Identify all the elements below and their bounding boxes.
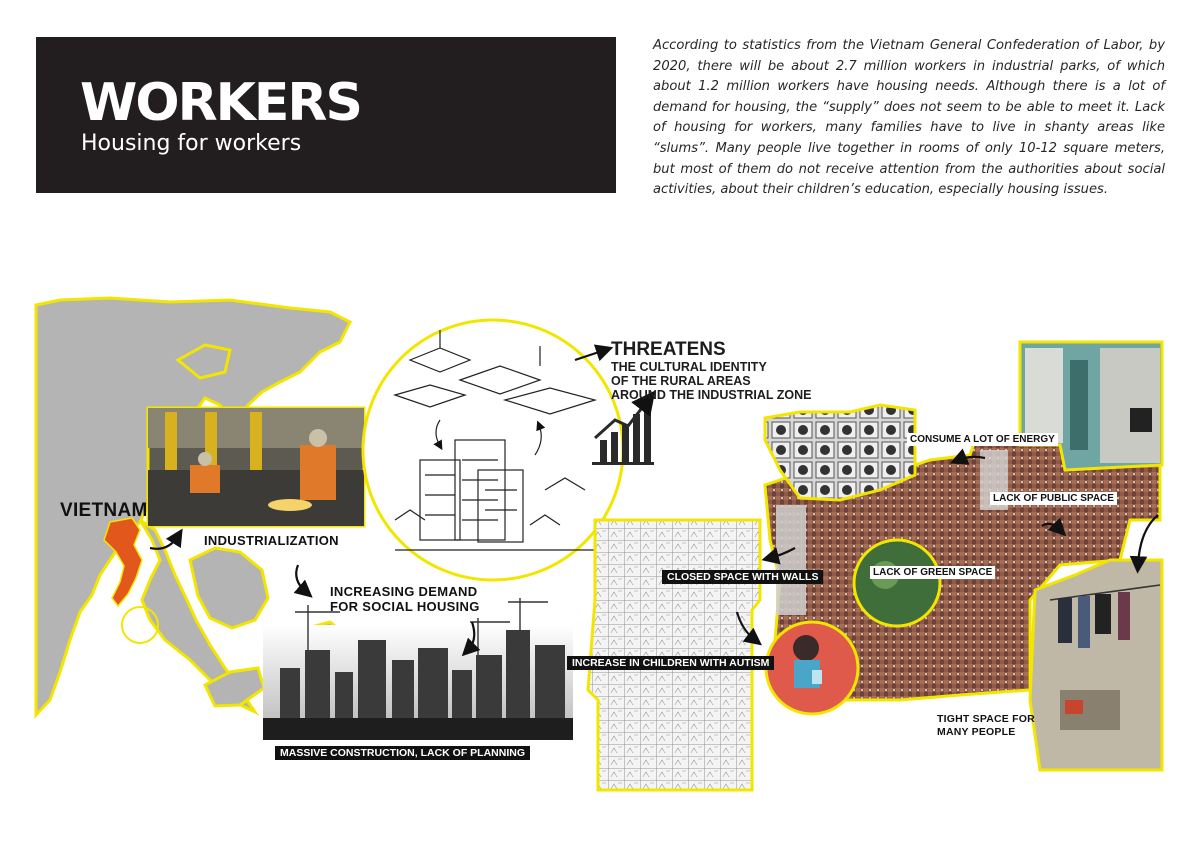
apartment-grid — [586, 518, 762, 792]
island-north — [175, 343, 232, 380]
label-demand-line2: FOR SOCIAL HOUSING — [330, 599, 480, 614]
construction-skyline — [263, 598, 573, 740]
vietnam-highlight — [103, 517, 143, 608]
industrial-sketch-circle — [361, 318, 625, 582]
autism-circle — [764, 620, 860, 716]
industrial-photo — [146, 406, 366, 528]
label-demand-line1: INCREASING DEMAND — [330, 584, 478, 599]
cramped-room-photo — [1028, 558, 1164, 772]
threatens-callout: THREATENS THE CULTURAL IDENTITY OF THE R… — [611, 339, 812, 403]
label-autism: INCREASE IN CHILDREN WITH AUTISM — [567, 656, 775, 670]
curved-arrow-icon — [149, 344, 1159, 657]
threatens-title: THREATENS — [611, 339, 726, 360]
ac-units-photo — [763, 403, 917, 502]
intro-paragraph: According to statistics from the Vietnam… — [653, 38, 1165, 198]
malay-peninsula — [138, 518, 260, 716]
borneo — [188, 546, 270, 630]
label-vietnam: VIETNAM — [60, 500, 148, 521]
label-closed-space: CLOSED SPACE WITH WALLS — [662, 570, 824, 584]
page-title: WORKERS — [80, 73, 363, 133]
page-subtitle: Housing for workers — [81, 131, 302, 156]
growth-chart-icon — [592, 390, 656, 465]
label-energy: CONSUME A LOT OF ENERGY — [907, 433, 1058, 446]
green-space-circle — [852, 538, 942, 628]
label-industrialization: INDUSTRIALIZATION — [204, 533, 339, 548]
label-tight-line1: TIGHT SPACE FOR — [937, 713, 1035, 725]
threatens-line-2: OF THE RURAL AREAS — [611, 374, 751, 388]
region-circle — [121, 606, 159, 644]
label-public-space: LACK OF PUBLIC SPACE — [990, 492, 1117, 505]
label-green-space: LACK OF GREEN SPACE — [870, 566, 996, 579]
label-tight-line2: MANY PEOPLE — [937, 726, 1016, 738]
threatens-line-1: THE CULTURAL IDENTITY — [611, 360, 767, 374]
threatens-line-3: AROUND THE INDUSTRIAL ZONE — [611, 388, 812, 402]
title-block: WORKERS Housing for workers — [36, 37, 616, 193]
label-construction: MASSIVE CONSTRUCTION, LACK OF PLANNING — [275, 746, 531, 760]
